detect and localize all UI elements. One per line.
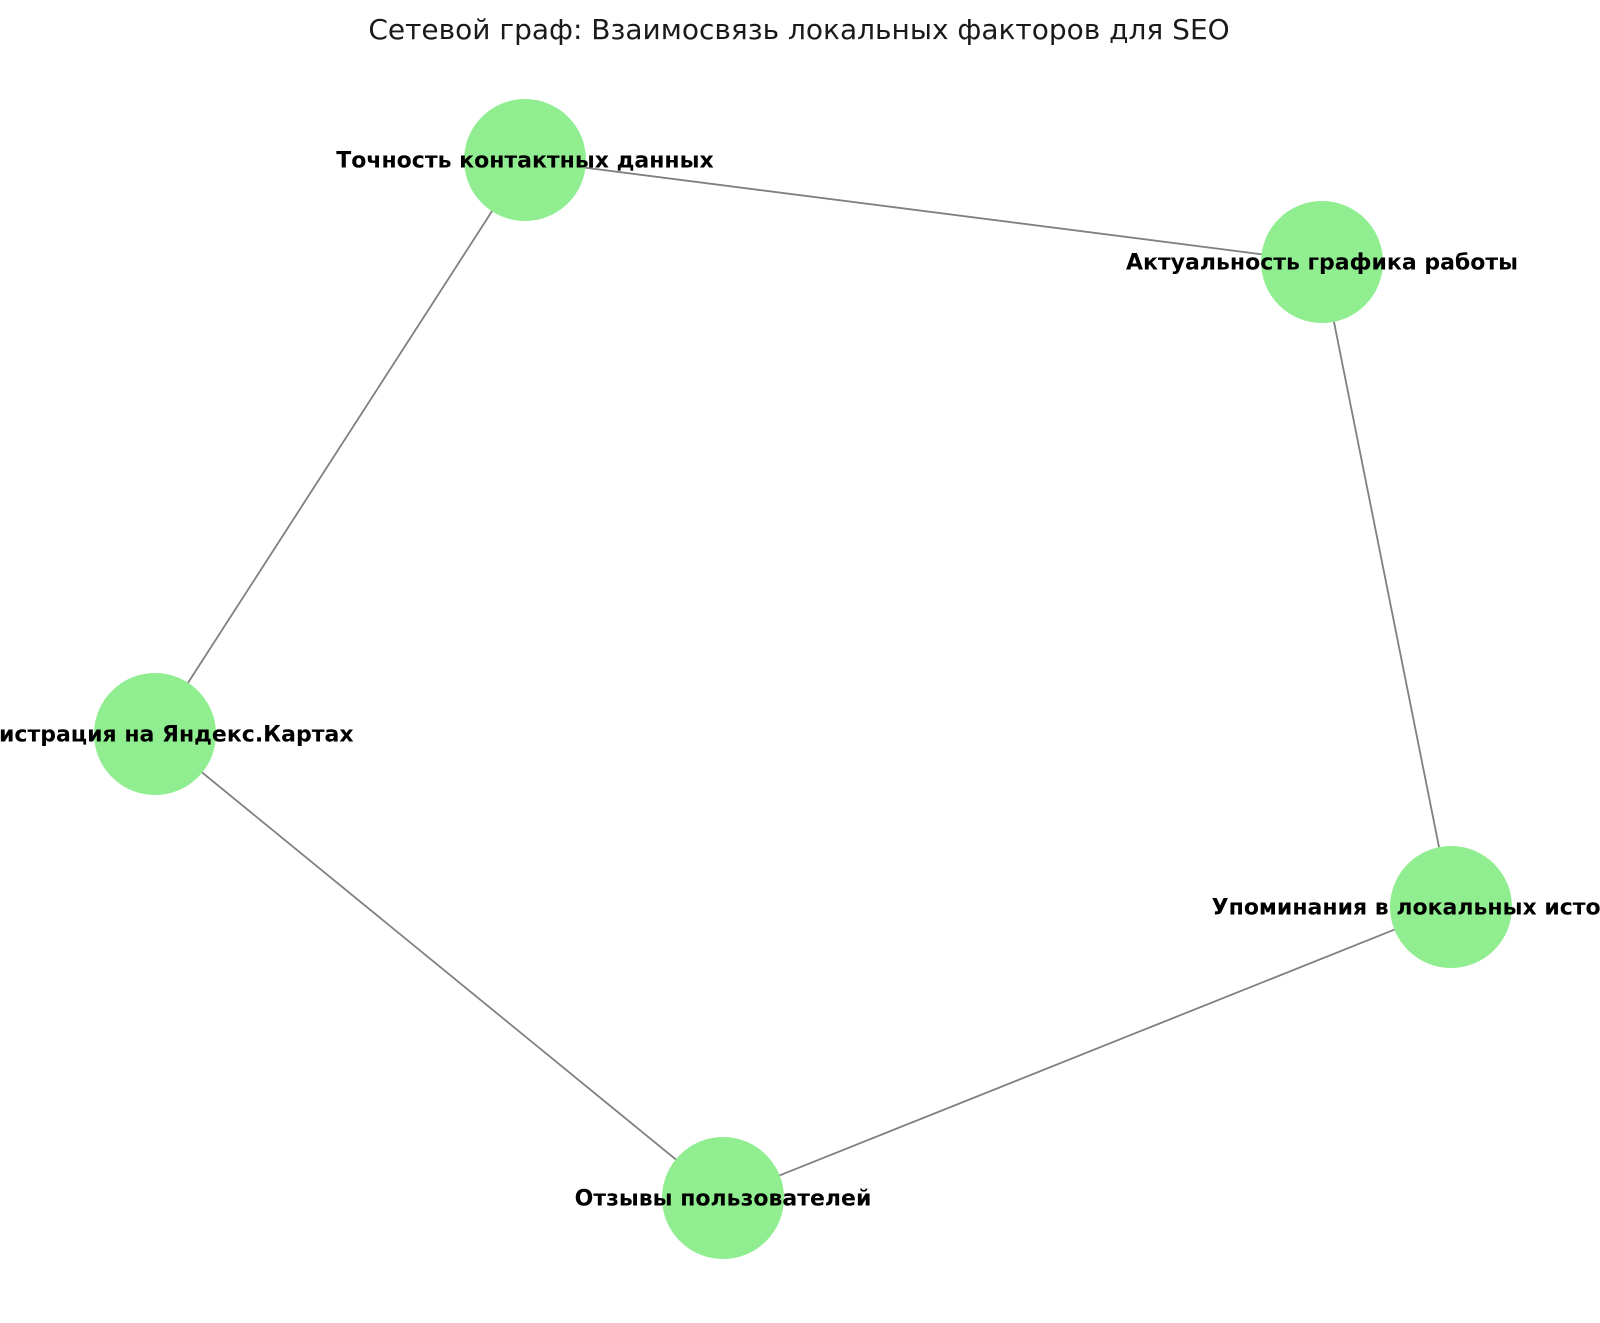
edges-layer — [154, 159, 1452, 1199]
nodes-layer — [94, 99, 1512, 1259]
node-label-yandex-maps-listing: Регистрация на Яндекс.Картах — [0, 723, 354, 748]
node-label-schedule-freshness: Актуальность графика работы — [1126, 251, 1518, 276]
edge-contact-accuracy--schedule-freshness — [524, 159, 1323, 263]
node-contact-accuracy — [464, 99, 586, 221]
node-label-local-mentions: Упоминания в локальных источниках — [1212, 896, 1600, 921]
node-yandex-maps-listing — [94, 673, 216, 795]
node-local-mentions — [1390, 846, 1512, 968]
edge-local-mentions--user-reviews — [722, 906, 1452, 1199]
node-label-contact-accuracy: Точность контактных данных — [336, 149, 713, 174]
node-label-user-reviews: Отзывы пользователей — [575, 1187, 872, 1212]
node-user-reviews — [662, 1137, 784, 1259]
node-schedule-freshness — [1261, 201, 1383, 323]
chart-title: Сетевой граф: Взаимосвязь локальных факт… — [368, 13, 1230, 46]
edge-yandex-maps-listing--user-reviews — [154, 733, 724, 1199]
edge-schedule-freshness--local-mentions — [1321, 261, 1452, 908]
edge-contact-accuracy--yandex-maps-listing — [154, 159, 526, 735]
